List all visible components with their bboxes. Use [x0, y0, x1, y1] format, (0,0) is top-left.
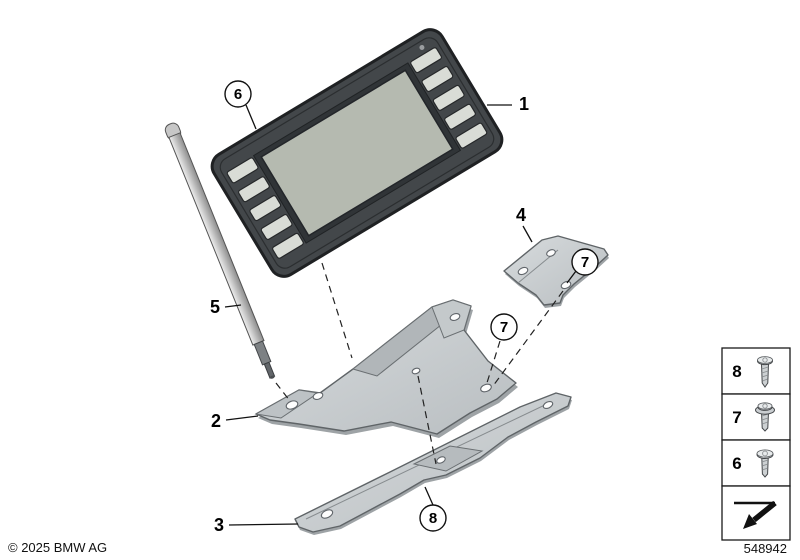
- dashed-line-screw8: [417, 375, 437, 465]
- screw-hole: [546, 249, 556, 257]
- screw-hole: [480, 383, 492, 393]
- screw-hole: [449, 312, 461, 322]
- dashed-line-display-to-bracket: [321, 262, 353, 359]
- screw-hole: [285, 400, 299, 410]
- part-3-lower-bracket: [294, 392, 572, 535]
- part-5-antenna-rod: [164, 122, 276, 379]
- callout-8-leader: [424, 486, 434, 506]
- callout-7-lower: 7: [490, 313, 518, 341]
- label-part-2: 2: [211, 411, 221, 431]
- screw-hole: [312, 391, 324, 401]
- callout-6-circle: [224, 80, 252, 108]
- callout-8-circle: [419, 504, 447, 532]
- dashed-line-screw7-upper: [492, 290, 564, 387]
- screw-hole: [542, 400, 554, 410]
- left-button-4: [260, 214, 293, 240]
- labels: 1 2 3 4 5: [210, 94, 533, 535]
- screw-pan-head-icon: [757, 356, 773, 388]
- legend-row-8-box: [721, 347, 791, 395]
- rod-tip-end: [269, 375, 275, 379]
- right-button-5: [455, 122, 488, 149]
- left-button-2: [238, 176, 270, 203]
- leader-line-part-5: [224, 304, 242, 308]
- callout-6-number: 6: [234, 86, 242, 103]
- callout-7-lower-number: 7: [500, 319, 508, 336]
- callout-7-lower-circle: [490, 313, 518, 341]
- drawing-number: 548942: [743, 541, 787, 556]
- legend-row-6-box: [721, 439, 791, 487]
- label-part-3: 3: [214, 515, 224, 535]
- rod-ferrule: [253, 340, 272, 366]
- fastener-legend: 8 7 6: [721, 347, 791, 541]
- callout-8: 8: [419, 486, 447, 532]
- leader-line-part-2: [225, 415, 259, 421]
- screw-hole: [517, 266, 529, 276]
- legend-label-6: 6: [732, 454, 741, 473]
- callout-8-number: 8: [429, 510, 437, 527]
- leader-line-part-4: [522, 225, 533, 243]
- callout-7-upper: 7: [566, 248, 599, 284]
- display-bezel-line: [219, 37, 495, 269]
- continuation-arrow-icon: [734, 500, 777, 529]
- assembly-dashed-lines: [275, 262, 564, 465]
- right-button-3: [432, 84, 465, 111]
- legend-symbol-box: [721, 485, 791, 541]
- sensor-dot: [419, 44, 425, 50]
- legend-label-7: 7: [732, 408, 741, 427]
- screw-round-head-icon: [756, 449, 774, 478]
- screw-hole: [411, 367, 421, 375]
- legend-label-8: 8: [732, 362, 741, 381]
- screw-washer-head-icon: [755, 402, 775, 432]
- leader-line-part-3: [228, 523, 299, 526]
- part-2-center-bracket: [254, 299, 518, 438]
- right-button-2: [421, 66, 454, 92]
- callout-7-upper-leader: [566, 270, 577, 284]
- callout-7-upper-number: 7: [581, 254, 589, 271]
- dashed-line-screw7-lower: [485, 340, 501, 387]
- callout-6: 6: [224, 80, 257, 130]
- label-part-5: 5: [210, 297, 220, 317]
- left-button-3: [249, 195, 282, 222]
- left-button-1: [226, 157, 259, 184]
- label-part-4: 4: [516, 205, 526, 225]
- screw-hole: [560, 280, 572, 290]
- right-button-4: [444, 103, 476, 130]
- display-screen: [260, 69, 454, 237]
- copyright-text: © 2025 BMW AG: [8, 540, 108, 555]
- screw-hole: [436, 456, 446, 464]
- label-part-1: 1: [519, 94, 529, 114]
- callout-6-leader: [245, 104, 257, 130]
- callout-7-upper-circle: [571, 248, 599, 276]
- screw-hole: [320, 509, 334, 519]
- dashed-line-rod-to-bracket: [275, 382, 291, 402]
- left-button-5: [272, 232, 304, 259]
- part-1-display-unit: [210, 28, 504, 278]
- bracket-platform: [412, 445, 484, 472]
- legend-row-7-box: [721, 393, 791, 441]
- right-button-1: [410, 47, 442, 74]
